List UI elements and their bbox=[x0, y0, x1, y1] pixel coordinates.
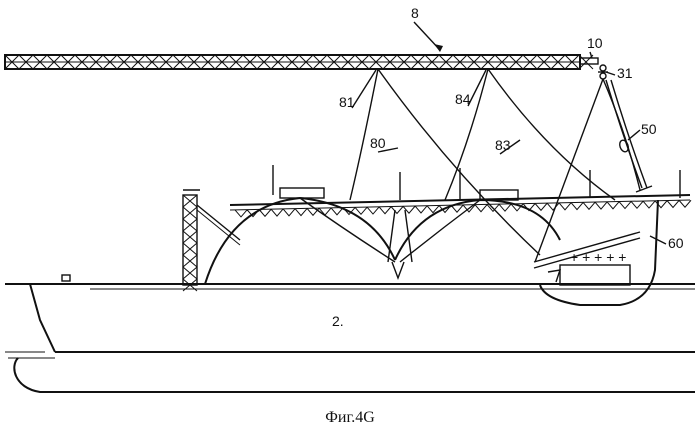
label-60: 60 bbox=[668, 235, 684, 251]
label-2: 2. bbox=[332, 313, 344, 329]
reference-labels: 8 10 31 81 84 80 83 50 60 2. bbox=[332, 5, 684, 329]
label-50: 50 bbox=[641, 121, 657, 137]
cable-83 bbox=[488, 69, 615, 200]
svg-text:+ + + + +: + + + + + bbox=[570, 249, 626, 265]
truss-boom bbox=[5, 55, 598, 69]
label-8: 8 bbox=[411, 5, 419, 21]
ship-hull bbox=[5, 275, 695, 392]
label-31: 31 bbox=[617, 65, 633, 81]
suspension-cables bbox=[350, 69, 640, 262]
figure-caption: Фиг.4G bbox=[325, 409, 375, 426]
cable-loop bbox=[535, 79, 603, 262]
label-80: 80 bbox=[370, 135, 386, 151]
tank-domes bbox=[205, 165, 691, 284]
label-83: 83 bbox=[495, 137, 511, 153]
label-10: 10 bbox=[587, 35, 603, 51]
